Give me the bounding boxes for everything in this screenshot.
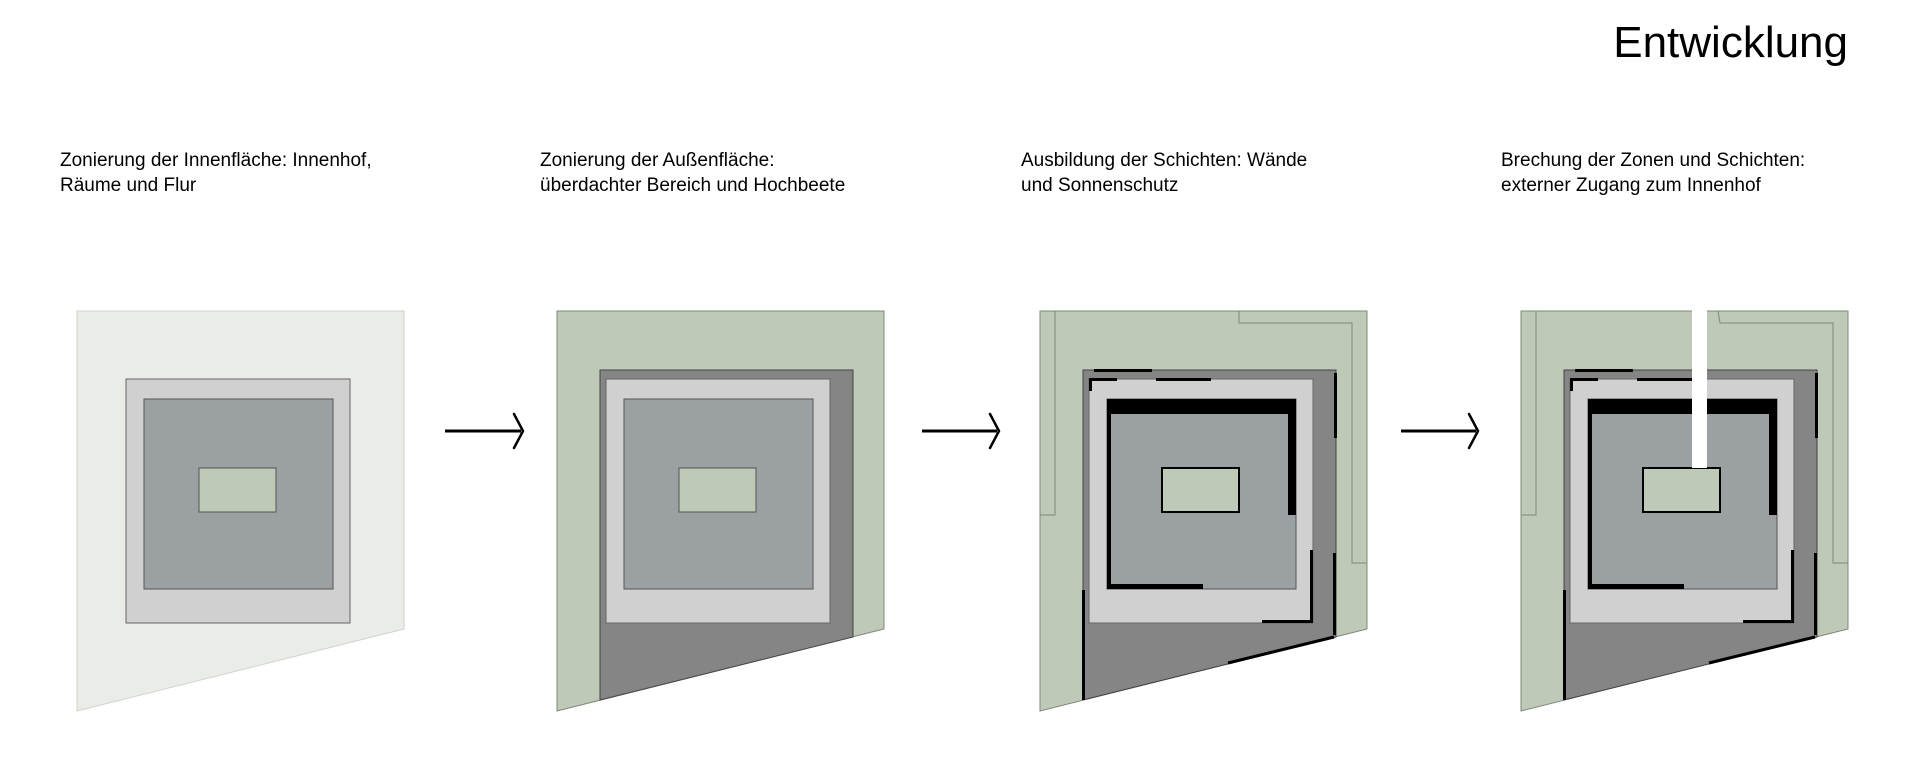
courtyard: [1642, 467, 1721, 513]
wall: [1570, 378, 1573, 391]
wall: [1288, 399, 1296, 515]
plan-step-1: [76, 310, 405, 712]
arrow-right-icon: [1401, 412, 1480, 450]
courtyard: [1161, 467, 1240, 513]
arrow-head: [988, 412, 1001, 450]
step-caption-3: Ausbildung der Schichten: Wände und Sonn…: [1021, 148, 1307, 198]
wall: [1563, 590, 1566, 700]
wall: [1310, 550, 1313, 623]
planter-outline: [1717, 310, 1848, 564]
wall: [1743, 620, 1794, 623]
page-title: Entwicklung: [1613, 18, 1848, 67]
wall: [1107, 399, 1288, 414]
caption-line: externer Zugang zum Innenhof: [1501, 175, 1761, 196]
wall: [1791, 550, 1794, 623]
planter-outline: [1040, 311, 1056, 516]
wall: [1082, 590, 1085, 700]
arrow-right-icon: [445, 412, 525, 450]
caption-line: überdachter Bereich und Hochbeete: [540, 175, 846, 196]
caption-line: Zonierung der Außenfläche:: [540, 150, 775, 171]
wall: [1588, 399, 1769, 414]
wall: [1262, 620, 1313, 623]
wall: [1815, 373, 1818, 438]
wall: [1089, 378, 1092, 391]
wall: [1769, 399, 1777, 515]
plan-step-2: [556, 310, 885, 712]
courtyard: [198, 467, 277, 513]
sunshade-wall: [1227, 635, 1335, 665]
wall: [1637, 378, 1692, 381]
arrow-head: [512, 412, 525, 450]
arrow-head: [1467, 412, 1480, 450]
wall: [1575, 369, 1633, 372]
wall: [1570, 378, 1598, 381]
courtyard: [678, 467, 757, 513]
planter-outline: [1521, 311, 1537, 516]
wall: [1089, 378, 1117, 381]
plan-step-3: [1039, 310, 1368, 712]
caption-line: und Sonnenschutz: [1021, 175, 1179, 196]
sunshade-wall: [1708, 635, 1816, 665]
wall: [1814, 553, 1817, 635]
planter-outline: [1238, 311, 1367, 564]
caption-line: Ausbildung der Schichten: Wände: [1021, 150, 1308, 171]
arrow-right-icon: [922, 412, 1001, 450]
wall: [1107, 584, 1203, 589]
wall: [1588, 584, 1684, 589]
wall: [1333, 553, 1336, 635]
step-caption-4: Brechung der Zonen und Schichten: extern…: [1501, 148, 1805, 198]
wall: [1588, 399, 1592, 589]
caption-line: Brechung der Zonen und Schichten:: [1501, 150, 1806, 171]
caption-line: Zonierung der Innenfläche: Innenhof,: [60, 150, 372, 171]
wall: [1334, 373, 1337, 438]
step-caption-1: Zonierung der Innenfläche: Innenhof, Räu…: [60, 148, 372, 198]
wall: [1094, 369, 1152, 372]
wall: [1156, 378, 1211, 381]
wall: [1107, 399, 1111, 589]
external-access-path: [1692, 310, 1707, 468]
plan-step-4: [1520, 310, 1849, 712]
caption-line: Räume und Flur: [60, 175, 197, 196]
step-caption-2: Zonierung der Außenfläche: überdachter B…: [540, 148, 845, 198]
